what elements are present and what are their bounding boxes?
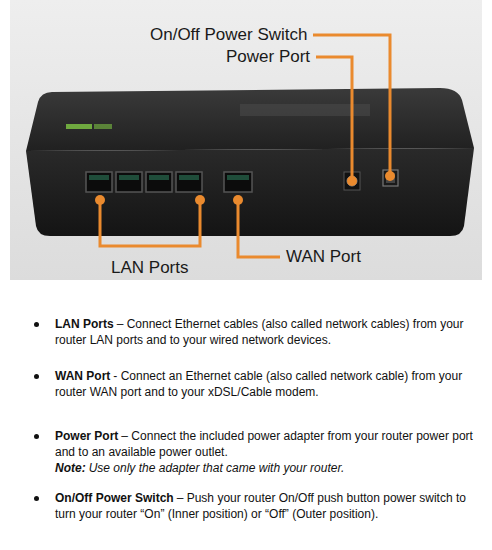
lan-bracket — [100, 200, 200, 246]
wan-port — [224, 172, 252, 192]
description-paragraph: On/Off Power Switch– Push your router On… — [55, 490, 480, 522]
callout-label: WAN Port — [286, 247, 361, 267]
lan-port — [176, 172, 202, 192]
bullet-dot — [34, 434, 39, 439]
callout-label: Power Port — [226, 47, 310, 67]
text-label: WAN Port — [286, 247, 361, 266]
text-label: On/Off Power Switch — [150, 25, 307, 44]
bullet-dot — [34, 322, 39, 327]
lan-port — [86, 172, 112, 192]
port-led — [149, 175, 169, 180]
router-top — [26, 88, 474, 151]
photo-ground — [10, 0, 482, 280]
text-label: - Connect an Ethernet cable (also called… — [55, 369, 462, 399]
text-line: Power Port — [226, 47, 310, 67]
lan-port — [146, 172, 172, 192]
port-led — [119, 175, 139, 180]
leader-line — [100, 200, 200, 246]
bullet-dot — [34, 374, 39, 379]
term-label: Power Port — [55, 429, 118, 443]
note-line: Note:Use only the adapter that came with… — [55, 460, 480, 476]
callout-label: LAN Ports — [111, 258, 188, 278]
text-line: Power Port– Connect the included power a… — [55, 428, 480, 460]
text-label: Power Port — [226, 47, 310, 66]
text-line: WAN Port — [286, 247, 361, 267]
text-label: Use only the adapter that came with your… — [89, 461, 345, 475]
text-line: LAN Ports– Connect Ethernet cables (also… — [55, 316, 480, 348]
port-led — [179, 175, 199, 180]
text-line: On/Off Power Switch– Push your router On… — [55, 490, 480, 522]
description-paragraph: WAN Port- Connect an Ethernet cable (als… — [55, 368, 480, 400]
logo-mark — [66, 124, 92, 129]
callout-dot — [95, 195, 105, 205]
description-paragraph: Power Port– Connect the included power a… — [55, 428, 480, 476]
bullet-dot — [34, 496, 39, 501]
text-line: On/Off Power Switch — [150, 25, 307, 45]
text-label: – Connect Ethernet cables (also called n… — [55, 317, 464, 347]
text-line: LAN Ports — [111, 258, 188, 278]
logo-mark — [94, 124, 112, 129]
leader-line — [316, 57, 352, 181]
term-label: WAN Port — [55, 369, 110, 383]
callout-label: On/Off Power Switch — [150, 25, 307, 45]
port-led — [89, 175, 109, 180]
term-label: On/Off Power Switch — [55, 491, 174, 505]
description-paragraph: LAN Ports– Connect Ethernet cables (also… — [55, 316, 480, 348]
callout-dot — [195, 195, 205, 205]
text-label: LAN Ports — [111, 258, 188, 277]
port-led — [227, 175, 249, 180]
leader-line — [238, 200, 280, 257]
lan-port — [116, 172, 142, 192]
term-label: Note: — [55, 461, 86, 475]
term-label: LAN Ports — [55, 317, 114, 331]
router-rear-panel — [26, 148, 474, 236]
text-line: WAN Port- Connect an Ethernet cable (als… — [55, 368, 480, 400]
lan-port-group — [86, 172, 202, 192]
